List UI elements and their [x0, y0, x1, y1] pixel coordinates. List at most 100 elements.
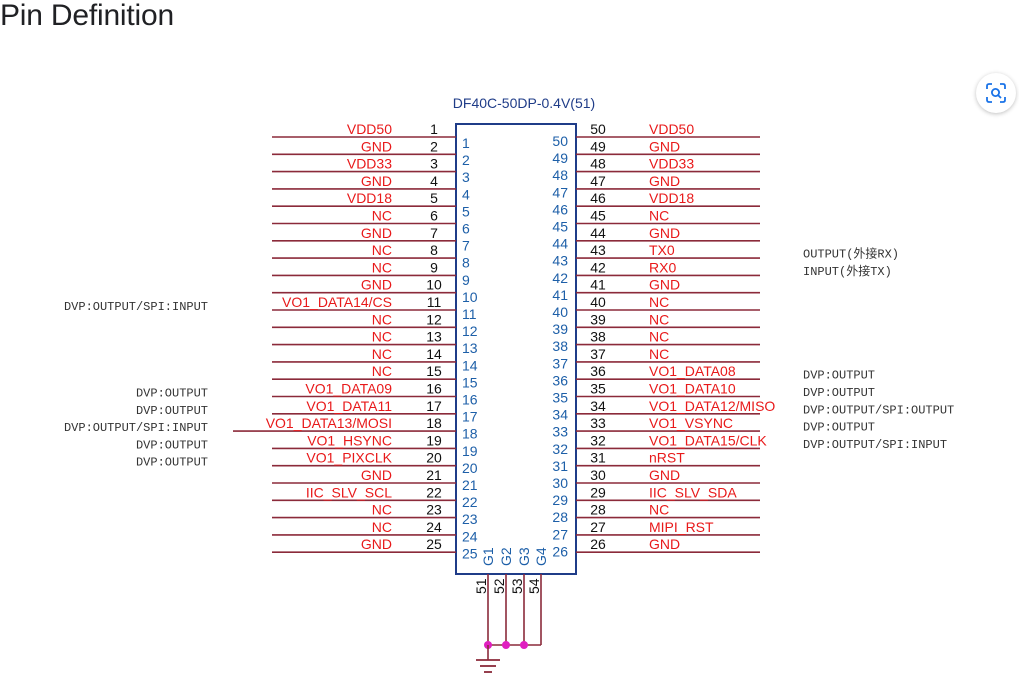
connector-body [455, 123, 577, 575]
pin-inner-number: 38 [552, 338, 568, 354]
pin-inner-number: 15 [462, 374, 478, 390]
pin-inner-number: 36 [552, 372, 568, 388]
pin-note: DVP:OUTPUT [803, 369, 875, 383]
pin-inner-number: 16 [462, 392, 478, 408]
pin-number: 44 [590, 225, 606, 241]
pin-signal-label: VDD18 [649, 190, 694, 206]
pin-signal-label: NC [649, 311, 669, 327]
pin-number: 36 [590, 363, 606, 379]
pin-number: 42 [590, 259, 606, 275]
pin-notes: DVP:OUTPUT/SPI:INPUT DVP:OUTPUT DVP:OUTPUT… [64, 246, 954, 470]
pin-inner-number: 10 [462, 289, 478, 305]
ground-pin-inner-label: G1 [480, 547, 496, 566]
image-search-button[interactable] [976, 73, 1016, 113]
pin-number: 29 [590, 484, 606, 500]
pin-number: 25 [426, 536, 442, 552]
ground-pin-number: 54 [526, 578, 542, 594]
pin-signal-label: VO1_DATA13/MOSI [266, 415, 392, 431]
pin-signal-label: GND [649, 467, 680, 483]
pin-inner-number: 26 [552, 543, 568, 559]
pin-number: 22 [426, 484, 442, 500]
pin-number: 13 [426, 329, 442, 345]
pin-signal-label: GND [361, 173, 392, 189]
pin-number: 39 [590, 311, 606, 327]
pin-signal-label: MIPI_RST [649, 519, 714, 535]
pin-number: 35 [590, 381, 606, 397]
ground-pin-inner-label: G3 [516, 547, 532, 566]
pin-inner-number: 21 [462, 477, 478, 493]
pin-number: 48 [590, 156, 606, 172]
pin-number: 15 [426, 363, 442, 379]
lens-icon [986, 83, 1006, 103]
pin-signal-label: NC [372, 242, 392, 258]
pin-inner-number: 35 [552, 390, 568, 406]
pin-number: 5 [430, 190, 438, 206]
pin-note: DVP:OUTPUT [136, 438, 208, 452]
pin-number: 32 [590, 432, 606, 448]
page-title: Pin Definition [0, 0, 174, 32]
pin-signal-label: GND [649, 225, 680, 241]
pin-signal-label: IIC_SLV_SDA [649, 484, 737, 500]
pin-inner-number: 34 [552, 407, 568, 423]
pin-signal-label: RX0 [649, 259, 676, 275]
pin-signal-label: NC [372, 346, 392, 362]
pin-number: 24 [426, 519, 442, 535]
pin-number: 45 [590, 208, 606, 224]
pin-signal-label: NC [649, 346, 669, 362]
pin-inner-number: 23 [462, 511, 478, 527]
pin-signal-label: VDD18 [347, 190, 392, 206]
pin-signal-label: NC [372, 329, 392, 345]
pin-number: 40 [590, 294, 606, 310]
pin-number: 30 [590, 467, 606, 483]
pin-signal-label: GND [361, 225, 392, 241]
pin-inner-number: 1 [462, 135, 470, 151]
pin-inner-number: 39 [552, 321, 568, 337]
pin-inner-number: 41 [552, 287, 568, 303]
pin-inner-number: 30 [552, 475, 568, 491]
pin-inner-number: 11 [462, 306, 477, 322]
pin-note: DVP:OUTPUT [803, 386, 875, 400]
pin-inner-number: 47 [552, 184, 568, 200]
pin-signal-label: NC [372, 502, 392, 518]
pin-inner-number: 14 [462, 357, 478, 373]
pin-number: 26 [590, 536, 606, 552]
pin-signal-label: NC [649, 329, 669, 345]
pin-inner-number: 40 [552, 304, 568, 320]
pin-signal-label: NC [649, 294, 669, 310]
pin-inner-number: 7 [462, 238, 470, 254]
pin-inner-number: 31 [552, 458, 568, 474]
ground-pin-inner-label: G4 [533, 547, 549, 566]
pin-number: 10 [426, 277, 442, 293]
pin-number: 3 [430, 156, 438, 172]
pin-inner-number: 48 [552, 167, 568, 183]
pin-note: DVP:OUTPUT [803, 421, 875, 435]
pin-inner-number: 12 [462, 323, 478, 339]
pin-inner-number: 5 [462, 203, 470, 219]
pin-note: DVP:OUTPUT/SPI:OUTPUT [803, 403, 954, 417]
pin-note: DVP:OUTPUT [136, 404, 208, 418]
pin-inner-number: 43 [552, 253, 568, 269]
pin-number: 21 [426, 467, 442, 483]
pin-inner-number: 32 [552, 441, 568, 457]
pin-inner-number: 4 [462, 186, 470, 202]
ground-pin-number: 53 [509, 578, 525, 594]
pin-signal-label: VO1_DATA08 [649, 363, 736, 379]
pin-number: 4 [430, 173, 438, 189]
pin-signal-label: VDD33 [649, 156, 694, 172]
pin-inner-number: 9 [462, 272, 470, 288]
pin-signal-label: VDD33 [347, 156, 392, 172]
pin-inner-number: 2 [462, 152, 470, 168]
pin-inner-number: 25 [462, 545, 478, 561]
pin-inner-number: 19 [462, 443, 478, 459]
pin-note: DVP:OUTPUT/SPI:INPUT [64, 300, 208, 314]
pin-number: 46 [590, 190, 606, 206]
pin-inner-number: 49 [552, 150, 568, 166]
pin-inner-number: 24 [462, 528, 478, 544]
pin-signal-label: GND [361, 467, 392, 483]
pin-number: 16 [426, 381, 442, 397]
pin-signal-label: VO1_VSYNC [649, 415, 733, 431]
pin-signal-label: VDD50 [347, 121, 392, 137]
